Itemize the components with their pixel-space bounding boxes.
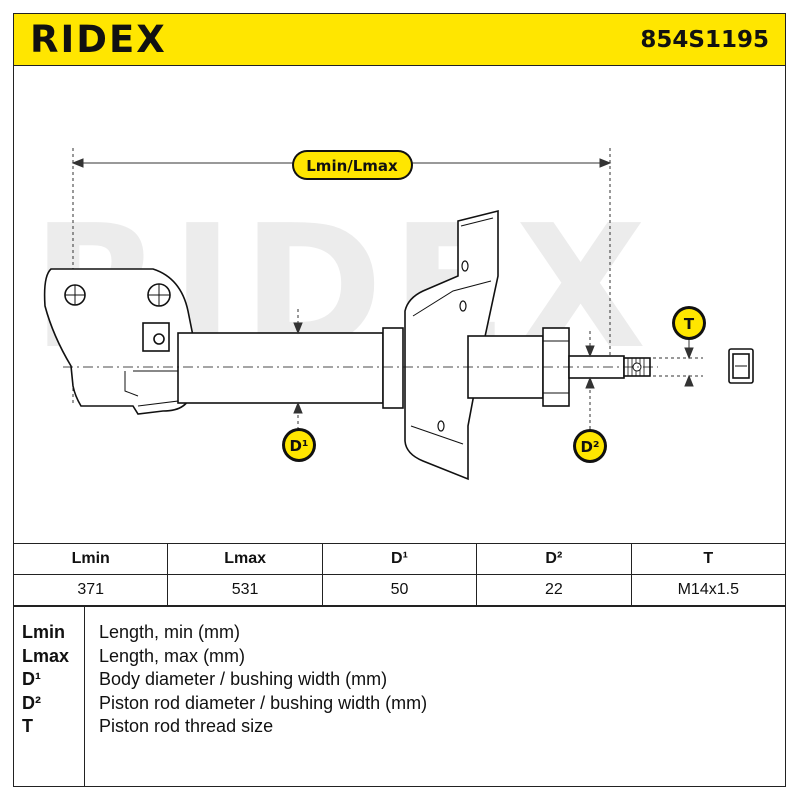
legend-item: T Piston rod thread size bbox=[13, 714, 786, 738]
spring-seat bbox=[382, 209, 499, 481]
specs-value-t: M14x1.5 bbox=[630, 574, 787, 606]
part-number: 854S1195 bbox=[640, 27, 769, 53]
d1-dimension bbox=[293, 309, 303, 431]
content-frame bbox=[13, 66, 786, 787]
specs-header-lmin: Lmin bbox=[12, 543, 169, 575]
legend-key: T bbox=[22, 716, 33, 736]
body-tube bbox=[177, 332, 384, 404]
legend-desc: Piston rod thread size bbox=[99, 716, 274, 736]
legend-desc: Length, max (mm) bbox=[99, 646, 246, 666]
legend: Lmin Length, min (mm) Lmax Length, max (… bbox=[13, 606, 786, 787]
legend-item: Lmin Length, min (mm) bbox=[13, 620, 786, 644]
legend-item: D¹ Body diameter / bushing width (mm) bbox=[13, 667, 786, 691]
legend-desc: Body diameter / bushing width (mm) bbox=[99, 669, 388, 689]
specs-value-d1: 50 bbox=[321, 574, 478, 606]
legend-desc: Piston rod diameter / bushing width (mm) bbox=[99, 693, 428, 713]
brand-logo: RIDEX bbox=[30, 18, 167, 61]
specs-value-lmin: 371 bbox=[12, 574, 169, 606]
specs-header-lmax: Lmax bbox=[167, 543, 323, 575]
specs-header-row: Lmin Lmax D¹ D² T bbox=[12, 543, 787, 575]
legend-item: Lmax Length, max (mm) bbox=[13, 644, 786, 668]
specs-value-d2: 22 bbox=[476, 574, 632, 606]
legend-key: Lmax bbox=[22, 646, 70, 666]
specs-value-row: 371 531 50 22 M14x1.5 bbox=[12, 574, 787, 606]
d2-label: D² bbox=[580, 438, 599, 456]
d1-label: D¹ bbox=[289, 437, 308, 455]
specs-header-d1: D¹ bbox=[321, 543, 478, 575]
legend-divider bbox=[84, 607, 85, 787]
legend-desc: Length, min (mm) bbox=[99, 622, 241, 642]
legend-item: D² Piston rod diameter / bushing width (… bbox=[13, 691, 786, 715]
specs-table: Lmin Lmax D¹ D² T 371 531 50 22 M14x1.5 bbox=[12, 543, 787, 606]
legend-key: Lmin bbox=[22, 622, 65, 642]
t-dimension bbox=[653, 338, 703, 387]
d2-dimension bbox=[585, 331, 595, 431]
shock-absorber-drawing: RIDEX Lmin/Lmax D¹ bbox=[32, 148, 754, 481]
knuckle-bracket bbox=[43, 268, 194, 415]
t-label: T bbox=[684, 315, 695, 333]
legend-key: D¹ bbox=[22, 669, 41, 689]
legend-key: D² bbox=[22, 693, 41, 713]
dimension-label: Lmin/Lmax bbox=[306, 157, 398, 175]
specs-value-lmax: 531 bbox=[167, 574, 323, 606]
header-bar: RIDEX 854S1195 bbox=[13, 13, 786, 66]
specs-header-d2: D² bbox=[476, 543, 632, 575]
specs-header-t: T bbox=[630, 543, 787, 575]
